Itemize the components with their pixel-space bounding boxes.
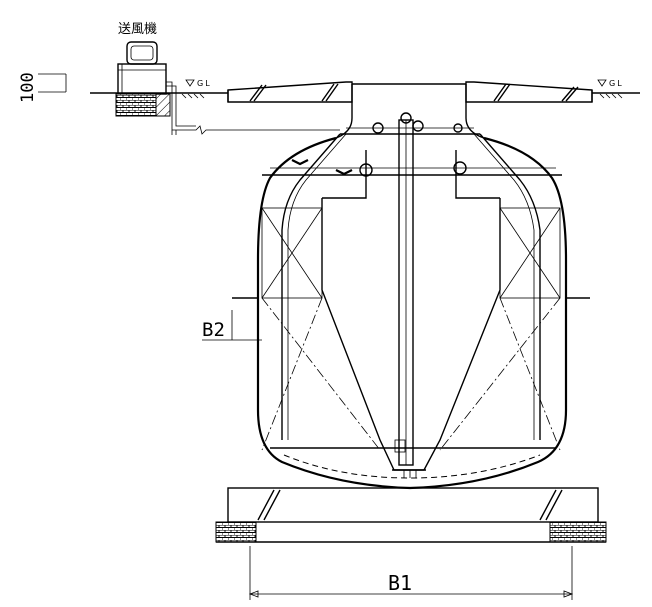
b2-dimension: B2 bbox=[202, 310, 262, 341]
base-slab bbox=[215, 487, 607, 543]
gl-label-right: GL bbox=[609, 79, 624, 88]
gl-label-left: GL bbox=[197, 79, 212, 88]
tank-body bbox=[232, 83, 590, 490]
blower-unit: 送風機 bbox=[115, 22, 340, 135]
ground-line: GL GL bbox=[90, 79, 640, 99]
height-dimension-label: 100 bbox=[18, 72, 38, 103]
b1-dimension: B1 bbox=[248, 546, 574, 600]
height-dimension-100: 100 bbox=[18, 72, 67, 103]
b2-label: B2 bbox=[202, 319, 225, 341]
b1-label: B1 bbox=[388, 571, 412, 595]
blower-label: 送風機 bbox=[118, 22, 157, 37]
top-slab bbox=[227, 81, 593, 103]
